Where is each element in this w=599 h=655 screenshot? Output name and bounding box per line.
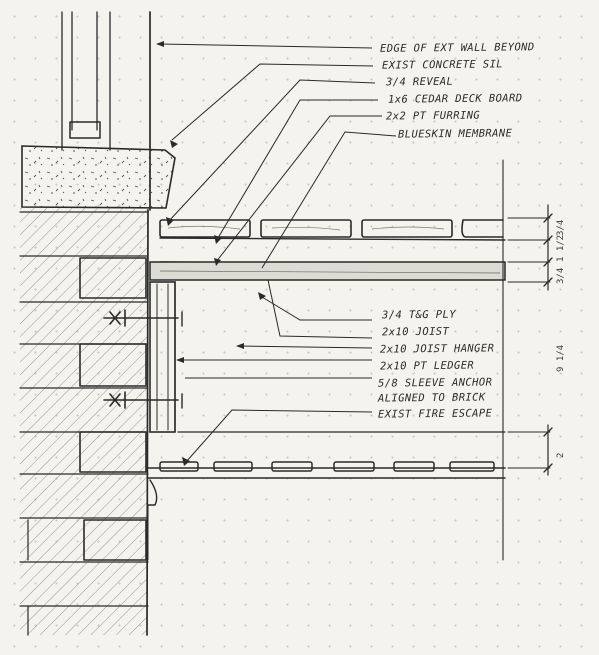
label-ledger: 2x10 PT LEDGER <box>379 359 475 373</box>
furring <box>159 237 506 265</box>
label-joist: 2x10 JOIST <box>381 325 450 339</box>
label-reveal: 3/4 REVEAL <box>385 75 454 89</box>
dimension-string <box>502 159 553 561</box>
label-deck-board: 1x6 CEDAR DECK BOARD <box>387 92 523 106</box>
wall-face <box>146 11 151 636</box>
label-fire-escape: EXIST FIRE ESCAPE <box>377 407 493 421</box>
label-sleeve-anchor-1: 5/8 SLEEVE ANCHOR <box>377 376 493 390</box>
dim-board: 3/4 <box>556 219 566 236</box>
plywood-layer <box>149 261 506 281</box>
joist <box>174 281 506 433</box>
deck-boards <box>159 219 504 238</box>
dim-escape: 2 <box>556 452 566 458</box>
arrow-tips <box>156 41 266 466</box>
leader-lines <box>159 43 397 463</box>
concrete-sill <box>21 145 176 209</box>
label-tg-plywood: 3/4 T&G PLY <box>381 308 456 322</box>
window-above <box>61 11 111 151</box>
fire-escape <box>147 461 506 561</box>
label-membrane: BLUESKIN MEMBRANE <box>397 127 513 141</box>
ledger <box>149 281 176 433</box>
label-joist-hanger: 2x10 JOIST HANGER <box>379 342 495 356</box>
dim-joist-depth: 9 1/4 <box>556 344 566 372</box>
dim-ply: 3/4 <box>556 267 566 284</box>
label-furring: 2x2 PT FURRING <box>385 109 481 123</box>
brick-wall <box>19 208 149 636</box>
label-sleeve-anchor-2: ALIGNED TO BRICK <box>377 391 486 405</box>
label-concrete-sill: EXIST CONCRETE SIL <box>381 58 504 72</box>
label-edge-of-wall: EDGE OF EXT WALL BEYOND <box>379 41 535 55</box>
sleeve-anchors <box>103 309 183 409</box>
dim-furring: 1 1/2 <box>556 234 566 262</box>
